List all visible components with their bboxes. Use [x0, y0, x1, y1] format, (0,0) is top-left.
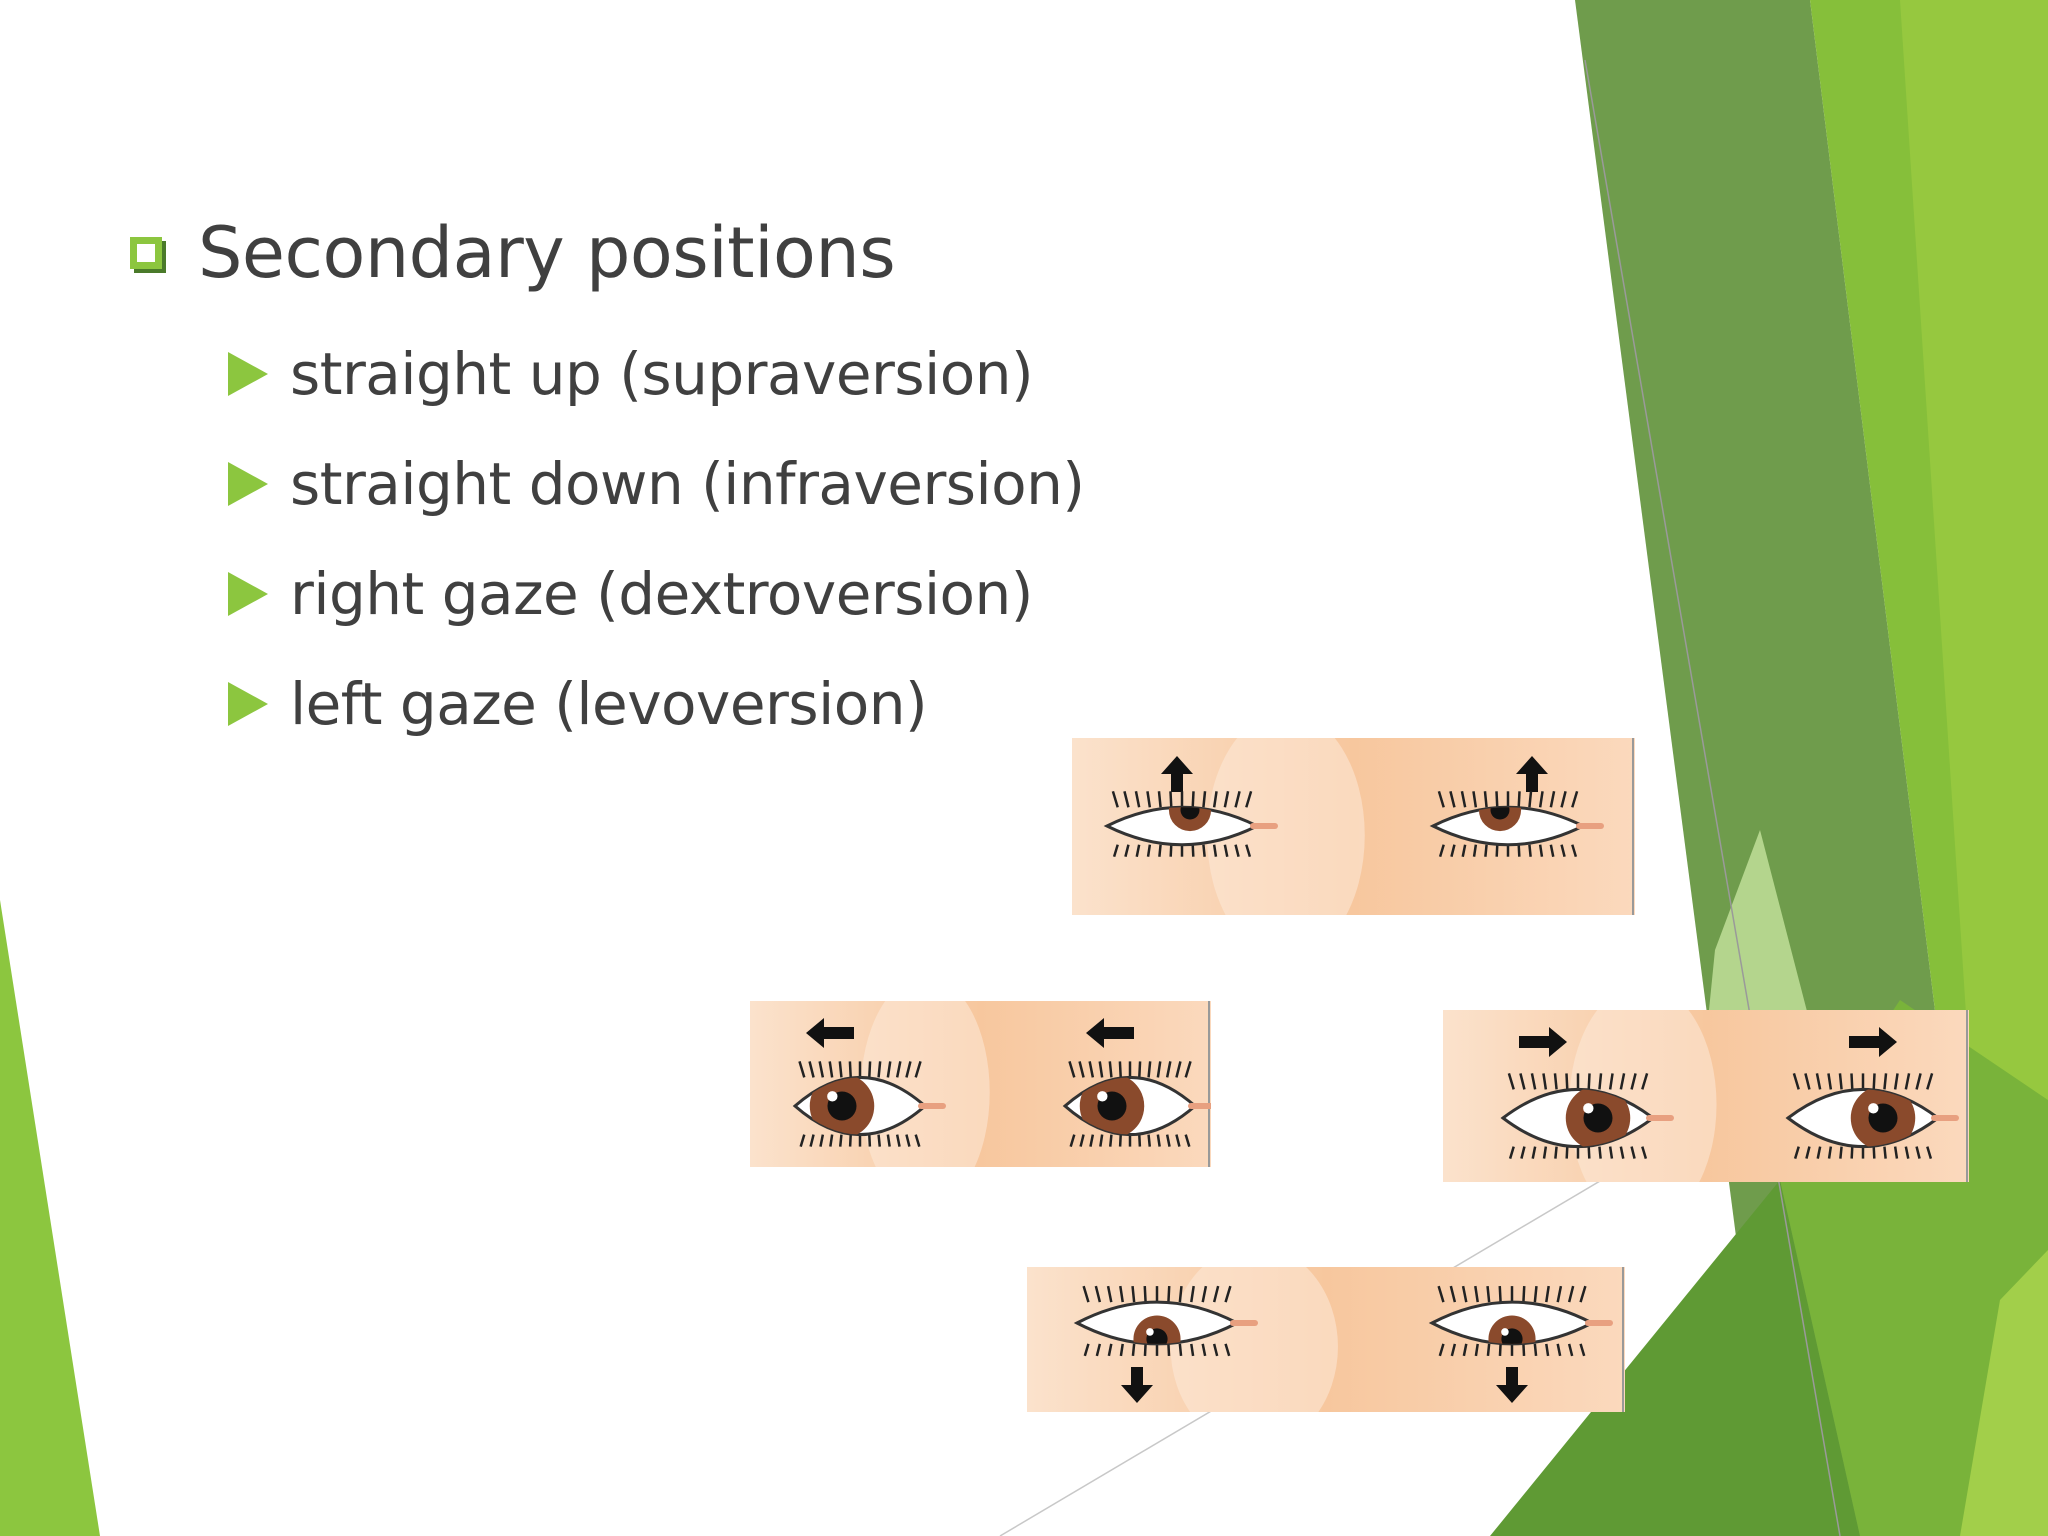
eyes-down-panel — [1027, 1267, 1625, 1412]
arrow-up-icon — [1161, 756, 1193, 792]
bullet-text: left gaze (levoversion) — [290, 670, 928, 738]
eyes-right-panel — [1443, 1010, 1969, 1182]
arrow-down-icon — [1496, 1367, 1528, 1403]
eye-illustration — [1073, 1285, 1258, 1357]
eyes-left-panel — [750, 1001, 1211, 1167]
bullet-item: left gaze (levoversion) — [228, 670, 928, 738]
arrow-down-icon — [1121, 1367, 1153, 1403]
bullet-item: right gaze (dextroversion) — [228, 560, 1033, 628]
eye-illustration — [1785, 1073, 1959, 1159]
bullet-text: straight up (supraversion) — [290, 340, 1034, 408]
eye-illustration — [1429, 790, 1604, 858]
triangle-bullet-icon — [228, 572, 268, 616]
eyes-up-panel — [1072, 738, 1635, 915]
eye-illustration — [1103, 790, 1278, 858]
slide-heading: Secondary positions — [198, 212, 896, 294]
triangle-bullet-icon — [228, 462, 268, 506]
bullet-item: straight up (supraversion) — [228, 340, 1034, 408]
eye-illustration — [1428, 1285, 1613, 1357]
bullet-text: right gaze (dextroversion) — [290, 560, 1033, 628]
bullet-text: straight down (infraversion) — [290, 450, 1085, 518]
arrow-right-icon — [1519, 1027, 1567, 1057]
heading-row: Secondary positions — [128, 212, 896, 294]
triangle-bullet-icon — [228, 682, 268, 726]
arrow-up-icon — [1516, 756, 1548, 792]
eye-illustration — [1062, 1061, 1211, 1147]
eye-illustration — [792, 1061, 946, 1147]
arrow-left-icon — [806, 1018, 854, 1048]
bullet-item: straight down (infraversion) — [228, 450, 1085, 518]
arrow-right-icon — [1849, 1027, 1897, 1057]
eye-illustration — [1500, 1073, 1674, 1159]
checkbox-bullet-icon — [128, 235, 166, 273]
arrow-left-icon — [1086, 1018, 1134, 1048]
triangle-bullet-icon — [228, 352, 268, 396]
